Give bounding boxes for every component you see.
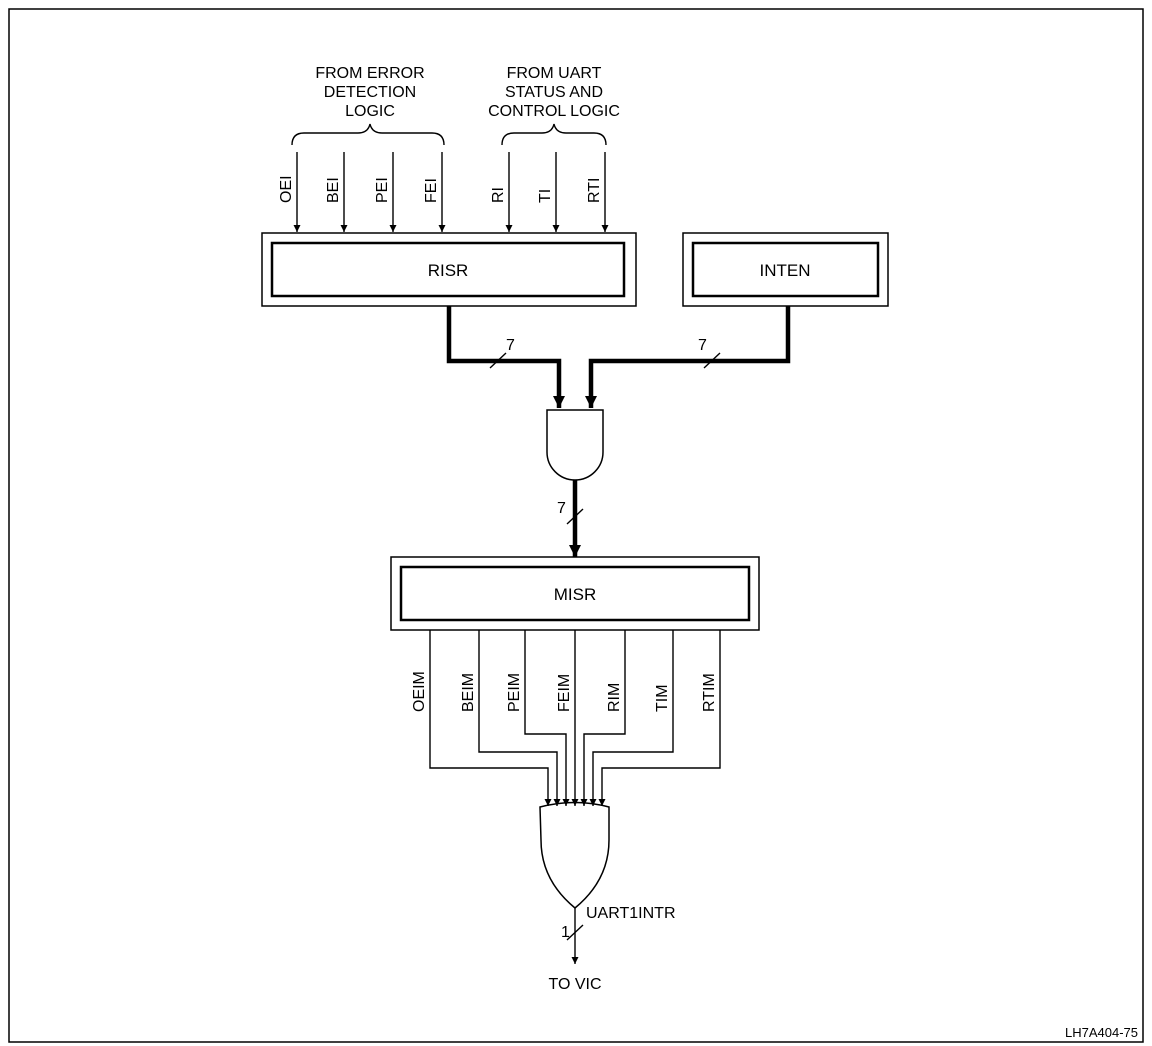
misr-register: MISR (390, 556, 760, 631)
output-label-feim: FEIM (556, 674, 573, 712)
and-bus-width: 7 (557, 500, 566, 517)
risr-bus-slash (489, 352, 507, 369)
inten-register: INTEN (682, 232, 889, 307)
output-label-tim: TIM (654, 684, 671, 712)
output-label-beim: BEIM (460, 673, 477, 712)
or-output-width: 1 (561, 924, 570, 941)
risr-bus-width: 7 (506, 337, 515, 354)
output-label-peim: PEIM (506, 673, 523, 712)
uart-status-label-line3: CONTROL LOGIC (488, 103, 620, 120)
input-label-ri: RI (490, 187, 507, 203)
uart-status-label-line1: FROM UART (507, 65, 602, 82)
uart1intr-label: UART1INTR (586, 905, 676, 922)
or-output-slash (566, 924, 584, 941)
input-label-ti: TI (537, 189, 554, 203)
input-label-fei: FEI (423, 178, 440, 203)
and-bus-slash (566, 508, 584, 525)
input-label-rti: RTI (586, 178, 603, 203)
inten-bus-slash (703, 352, 721, 369)
figure-frame (8, 8, 1144, 1043)
risr-register: RISR (261, 232, 637, 307)
to-vic-label: TO VIC (548, 976, 601, 993)
inten-bus-width: 7 (698, 337, 707, 354)
input-label-oei: OEI (278, 175, 295, 203)
risr-label: RISR (428, 261, 469, 280)
output-label-rtim: RTIM (701, 673, 718, 712)
peim-line (524, 630, 570, 806)
and-gate (546, 409, 604, 481)
inten-bus (585, 306, 791, 408)
error-detection-label-line2: DETECTION (324, 84, 416, 101)
inten-label: INTEN (760, 261, 811, 280)
or-gate (539, 801, 610, 909)
figure-id: LH7A404-75 (1065, 1025, 1138, 1040)
misr-label: MISR (554, 585, 597, 604)
output-label-oeim: OEIM (411, 671, 428, 712)
tim-line (589, 630, 674, 806)
risr-bus (446, 306, 565, 408)
input-label-pei: PEI (374, 177, 391, 203)
error-detection-label-line3: LOGIC (345, 103, 395, 120)
rtim-line (598, 630, 721, 806)
beim-line (478, 630, 561, 806)
error-detection-brace (291, 123, 445, 146)
oeim-line (429, 630, 552, 806)
error-detection-label-line1: FROM ERROR (315, 65, 424, 82)
uart-status-brace (501, 123, 607, 146)
input-label-bei: BEI (325, 177, 342, 203)
rim-line (580, 630, 626, 806)
output-label-rim: RIM (606, 683, 623, 712)
uart-status-label-line2: STATUS AND (505, 84, 603, 101)
